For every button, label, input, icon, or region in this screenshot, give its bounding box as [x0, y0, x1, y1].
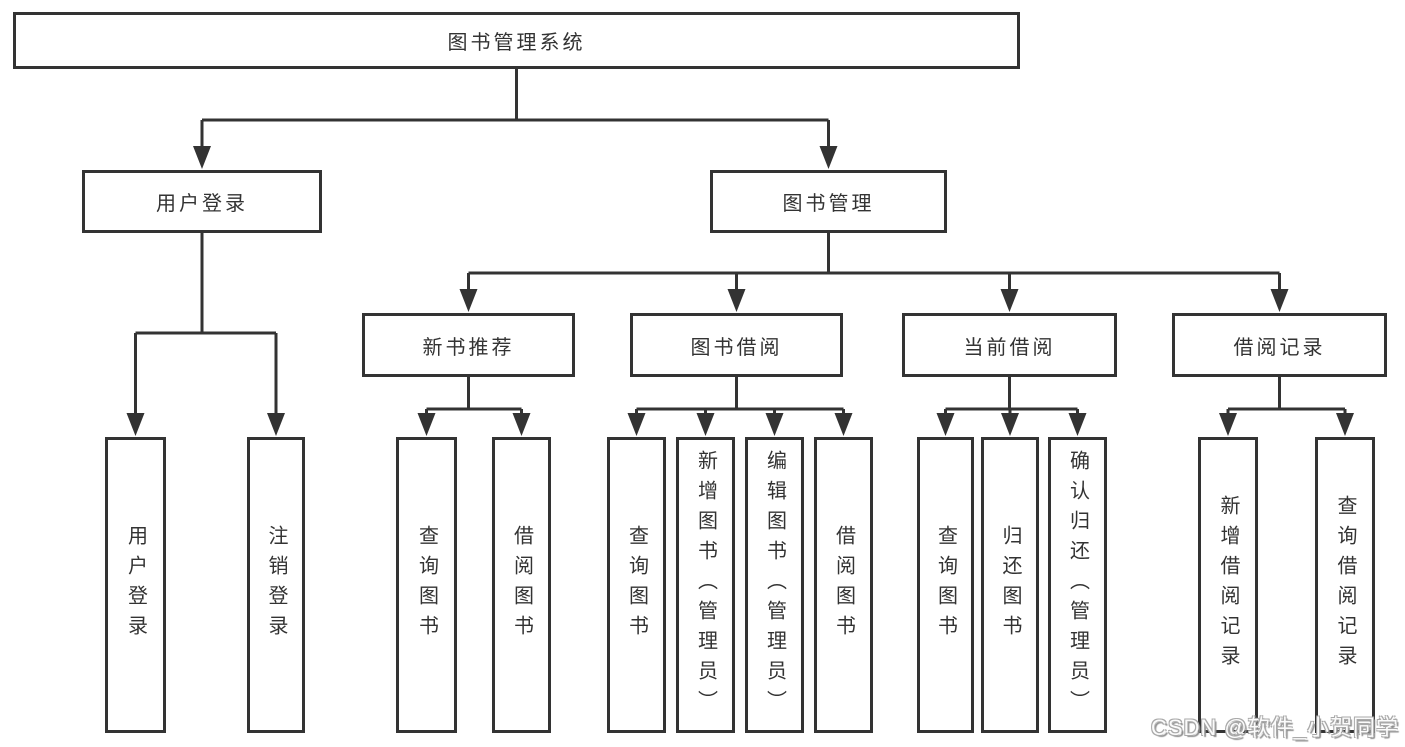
node-user-login: 用户登录 — [82, 170, 322, 233]
node-label: 查询图书 — [415, 525, 438, 645]
node-label: 新增借阅记录 — [1217, 495, 1239, 675]
leaf-logout: 注销登录 — [247, 437, 305, 733]
node-label: 用户登录 — [124, 525, 147, 645]
leaf-return-book: 归还图书 — [981, 437, 1039, 733]
node-label: 图书借阅 — [690, 336, 783, 359]
leaf-query-book-borrow: 查询图书 — [607, 437, 666, 733]
leaf-borrow-book-newrec: 借阅图书 — [492, 437, 551, 733]
leaf-confirm-return-admin: 确认归还（管理员） — [1048, 437, 1107, 733]
node-label: 查询图书 — [934, 525, 957, 645]
node-label: 借阅图书 — [510, 525, 533, 645]
node-label: 借阅记录 — [1233, 336, 1326, 359]
leaf-edit-book-admin: 编辑图书（管理员） — [745, 437, 804, 733]
csdn-watermark: CSDN @软件_小贺同学 — [1150, 715, 1399, 740]
node-root-system: 图书管理系统 — [13, 12, 1020, 69]
node-label: 编辑图书（管理员） — [763, 450, 786, 720]
leaf-query-borrow-record: 查询借阅记录 — [1315, 437, 1375, 733]
node-label: 查询图书 — [625, 525, 648, 645]
node-label: 用户登录 — [156, 193, 248, 215]
node-book-borrow: 图书借阅 — [630, 313, 843, 377]
node-label: 图书管理 — [782, 193, 875, 215]
leaf-user-login: 用户登录 — [105, 437, 166, 733]
node-new-book-recommend: 新书推荐 — [362, 313, 575, 377]
node-label: 当前借阅 — [963, 336, 1056, 359]
node-label: 新书推荐 — [422, 336, 515, 359]
node-label: 查询借阅记录 — [1334, 495, 1356, 675]
leaf-add-borrow-record: 新增借阅记录 — [1198, 437, 1258, 733]
node-label: 图书管理系统 — [447, 32, 586, 54]
node-book-management: 图书管理 — [710, 170, 947, 233]
node-label: 注销登录 — [265, 525, 287, 645]
node-current-borrow: 当前借阅 — [902, 313, 1117, 377]
node-borrow-record: 借阅记录 — [1172, 313, 1387, 377]
node-label: 新增图书（管理员） — [694, 450, 717, 720]
node-label: 归还图书 — [999, 525, 1021, 645]
down-arrowheads — [126, 146, 1354, 436]
leaf-query-book-current: 查询图书 — [917, 437, 974, 733]
leaf-borrow-book: 借阅图书 — [814, 437, 873, 733]
leaf-query-book-newrec: 查询图书 — [396, 437, 457, 733]
node-label: 确认归还（管理员） — [1066, 450, 1089, 720]
leaf-add-book-admin: 新增图书（管理员） — [676, 437, 735, 733]
node-label: 借阅图书 — [832, 525, 855, 645]
